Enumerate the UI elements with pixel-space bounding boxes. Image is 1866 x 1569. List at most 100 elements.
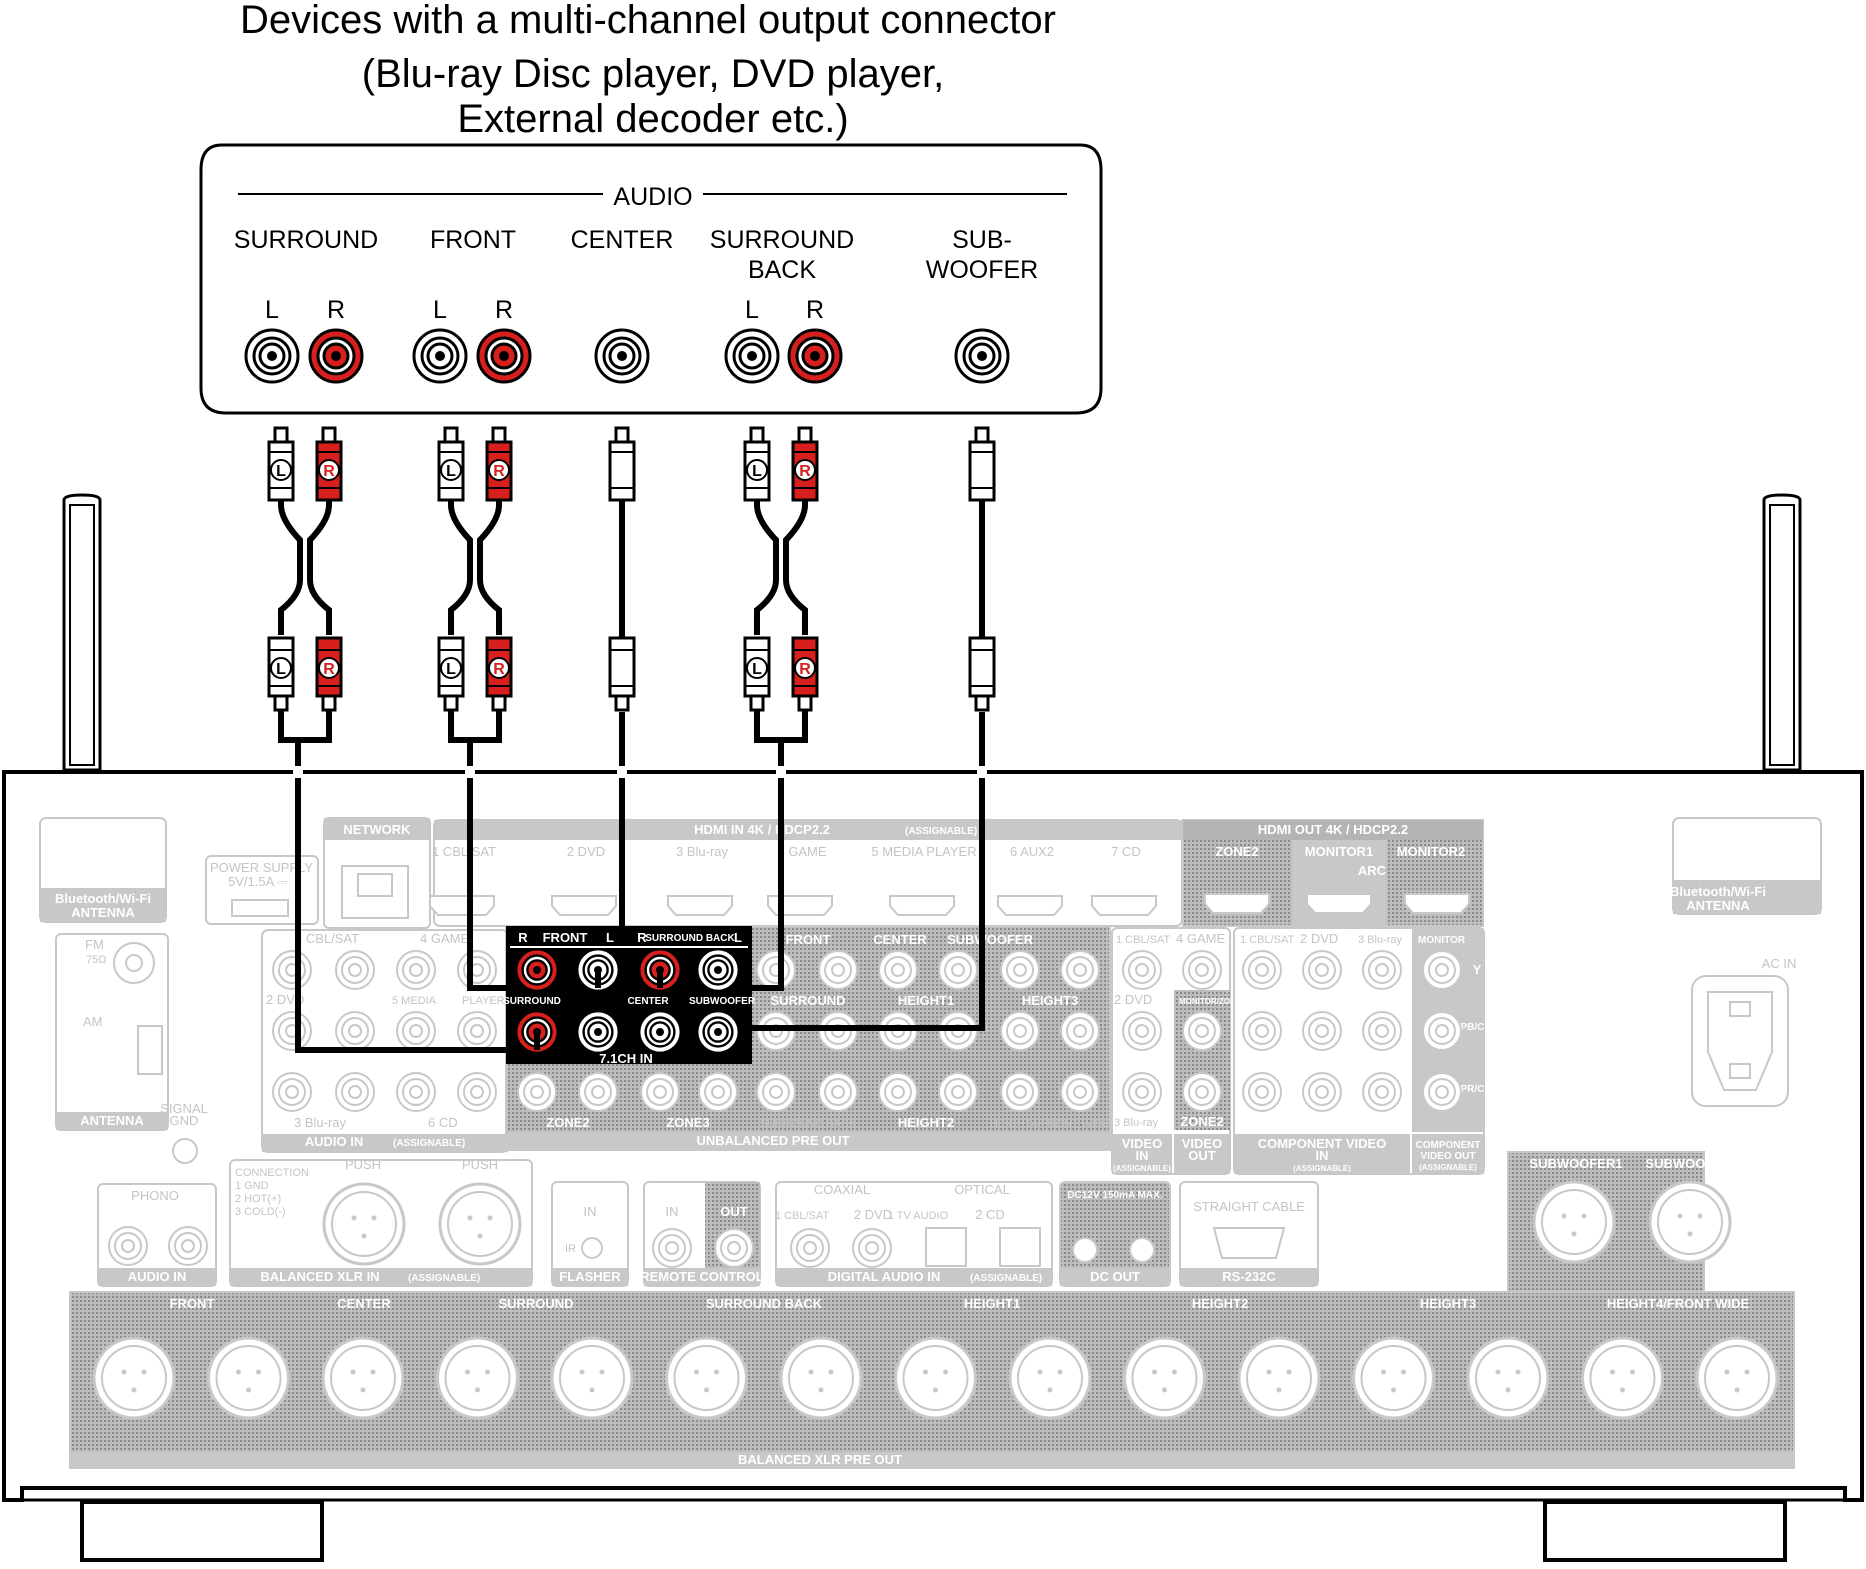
front-l-label: L <box>433 296 447 324</box>
antenna-right-label-1: Bluetooth/Wi-Fi <box>1670 884 1766 899</box>
pre-out-jack <box>756 950 796 990</box>
connection-hot: 2 HOT(+) <box>235 1193 281 1205</box>
hdmi-in-port <box>997 895 1063 916</box>
ch71-sb-l-jack <box>696 948 740 992</box>
hdmi-in-port <box>667 895 733 916</box>
hdmi-out-monitor2: MONITOR2 <box>1397 844 1465 859</box>
subwoofer1-xlr-label: SUBWOOFER1 <box>1529 1156 1622 1171</box>
video-in-label-2: IN <box>1136 1148 1149 1163</box>
hdmi-in-port-label: 2 DVD <box>567 844 605 859</box>
channel-label-surround-back-2: BACK <box>748 256 816 284</box>
pre-out-zone2: ZONE2 <box>546 1115 589 1130</box>
xlr-group-label: CENTER <box>337 1296 391 1311</box>
connection-gnd: 1 GND <box>235 1180 269 1192</box>
rca-plug-red: R <box>791 426 819 502</box>
remote-in: IN <box>666 1204 679 1219</box>
hdmi-in-label: HDMI IN 4K / HDCP2.2 <box>694 822 830 837</box>
rca-plug-white <box>968 636 996 712</box>
audio-in-assignable: (ASSIGNABLE) <box>393 1138 465 1149</box>
am-label: AM <box>83 1014 103 1029</box>
ch71-center-jack <box>638 1009 682 1054</box>
connection-cold: 3 COLD(-) <box>235 1206 286 1218</box>
rca-plug-red: R <box>315 636 343 712</box>
hdmi-out-arc: ARC <box>1358 863 1387 878</box>
xlr-pre-out-jack <box>1466 1336 1550 1420</box>
hdmi-in-port-label: 5 MEDIA PLAYER <box>871 844 976 859</box>
antenna-left <box>62 493 102 772</box>
pre-out-jack <box>1000 1072 1040 1112</box>
pre-out-jack <box>1060 1072 1100 1112</box>
svg-text:R: R <box>323 661 335 678</box>
rca-plug-white <box>608 636 636 712</box>
xlr-pre-out-jack <box>92 1336 176 1420</box>
xlr-group-label: SURROUND <box>498 1296 573 1311</box>
video-in-jack <box>1122 1011 1162 1051</box>
video-out-label-2: OUT <box>1188 1148 1216 1163</box>
audio-in-jack <box>335 1072 375 1112</box>
digital-audio-in-assignable: (ASSIGNABLE) <box>970 1273 1042 1284</box>
component-jack <box>1302 950 1342 990</box>
pre-out-front: FRONT <box>786 932 831 947</box>
fm-impedance: 75Ω <box>86 954 106 966</box>
component-jack <box>1242 950 1282 990</box>
hdmi-in-port-label: 7 CD <box>1111 844 1141 859</box>
pre-out-jack <box>578 1072 618 1112</box>
video-out-label-1: VIDEO <box>1182 1136 1222 1151</box>
foot-right <box>1543 1500 1787 1562</box>
pre-out-jack <box>756 1072 796 1112</box>
ac-in-socket <box>1691 975 1789 1107</box>
hdmi-in-port <box>889 895 955 916</box>
pre-out-zone3: ZONE3 <box>666 1115 709 1130</box>
rca-plug-white: L <box>743 426 771 502</box>
component-monitor: MONITOR <box>1418 935 1466 946</box>
channel-label-front: FRONT <box>430 226 516 254</box>
center-jack <box>594 328 650 384</box>
svg-text:R: R <box>799 463 811 480</box>
rca-plug-white <box>608 426 636 502</box>
channel-label-surround-back-1: SURROUND <box>710 226 854 254</box>
audio-in-media: 5 MEDIA <box>392 995 437 1007</box>
xlr-pre-out-jack <box>436 1336 519 1420</box>
xlr-pre-out-jack <box>1237 1336 1321 1420</box>
pre-out-jack <box>938 950 978 990</box>
pre-out-center: CENTER <box>873 932 927 947</box>
pre-out-height2: HEIGHT2 <box>898 1115 954 1130</box>
svg-text:L: L <box>446 661 456 678</box>
component-jack <box>1422 1072 1462 1112</box>
remote-control-label: REMOTE CONTROL <box>640 1269 764 1284</box>
xlr-pre-out-jack <box>321 1336 405 1420</box>
audio-in-bluray: 3 Blu-ray <box>294 1115 347 1130</box>
xlr-pre-out-jack <box>1123 1336 1206 1420</box>
unbalanced-pre-out-label: UNBALANCED PRE OUT <box>696 1133 849 1148</box>
ch71-surround-l-jack <box>576 1009 620 1054</box>
signal-gnd-label-2: GND <box>170 1113 199 1128</box>
pre-out-jack <box>878 1072 918 1112</box>
xlr-group-label: HEIGHT3 <box>1420 1296 1476 1311</box>
hdmi-in-port <box>429 895 495 916</box>
surround-back-r-label: R <box>806 296 824 324</box>
svg-text:R: R <box>493 463 505 480</box>
surround-back-l-jack <box>724 328 780 384</box>
coaxial-label: COAXIAL <box>814 1182 870 1197</box>
component-in-label-1: COMPONENT VIDEO <box>1258 1136 1387 1151</box>
component-out-label-2: VIDEO OUT <box>1420 1151 1475 1162</box>
title-line-3: External decoder etc.) <box>457 97 848 141</box>
video-in-jack <box>1122 1072 1162 1112</box>
title-line-1: Devices with a multi-channel output conn… <box>240 0 1056 42</box>
svg-text:L: L <box>752 463 762 480</box>
audio-in-cd: 6 CD <box>428 1115 458 1130</box>
video-in-jack <box>1122 950 1162 990</box>
hdmi-in-port <box>1091 895 1157 916</box>
ch71-center-label: CENTER <box>627 996 669 1007</box>
channel-label-subwoofer-1: SUB- <box>952 226 1012 254</box>
ch71-subwoofer-label: SUBWOOFER <box>689 996 756 1007</box>
dc-out-label: DC OUT <box>1090 1269 1140 1284</box>
rca-plug-white <box>968 426 996 502</box>
svg-text:L: L <box>276 661 286 678</box>
audio-in-jack <box>457 950 497 990</box>
xlr-pre-out-jack <box>550 1336 634 1420</box>
component-jack <box>1362 1011 1402 1051</box>
signal-gnd-label-1: SIGNAL <box>160 1101 208 1116</box>
flasher-label: FLASHER <box>559 1269 621 1284</box>
